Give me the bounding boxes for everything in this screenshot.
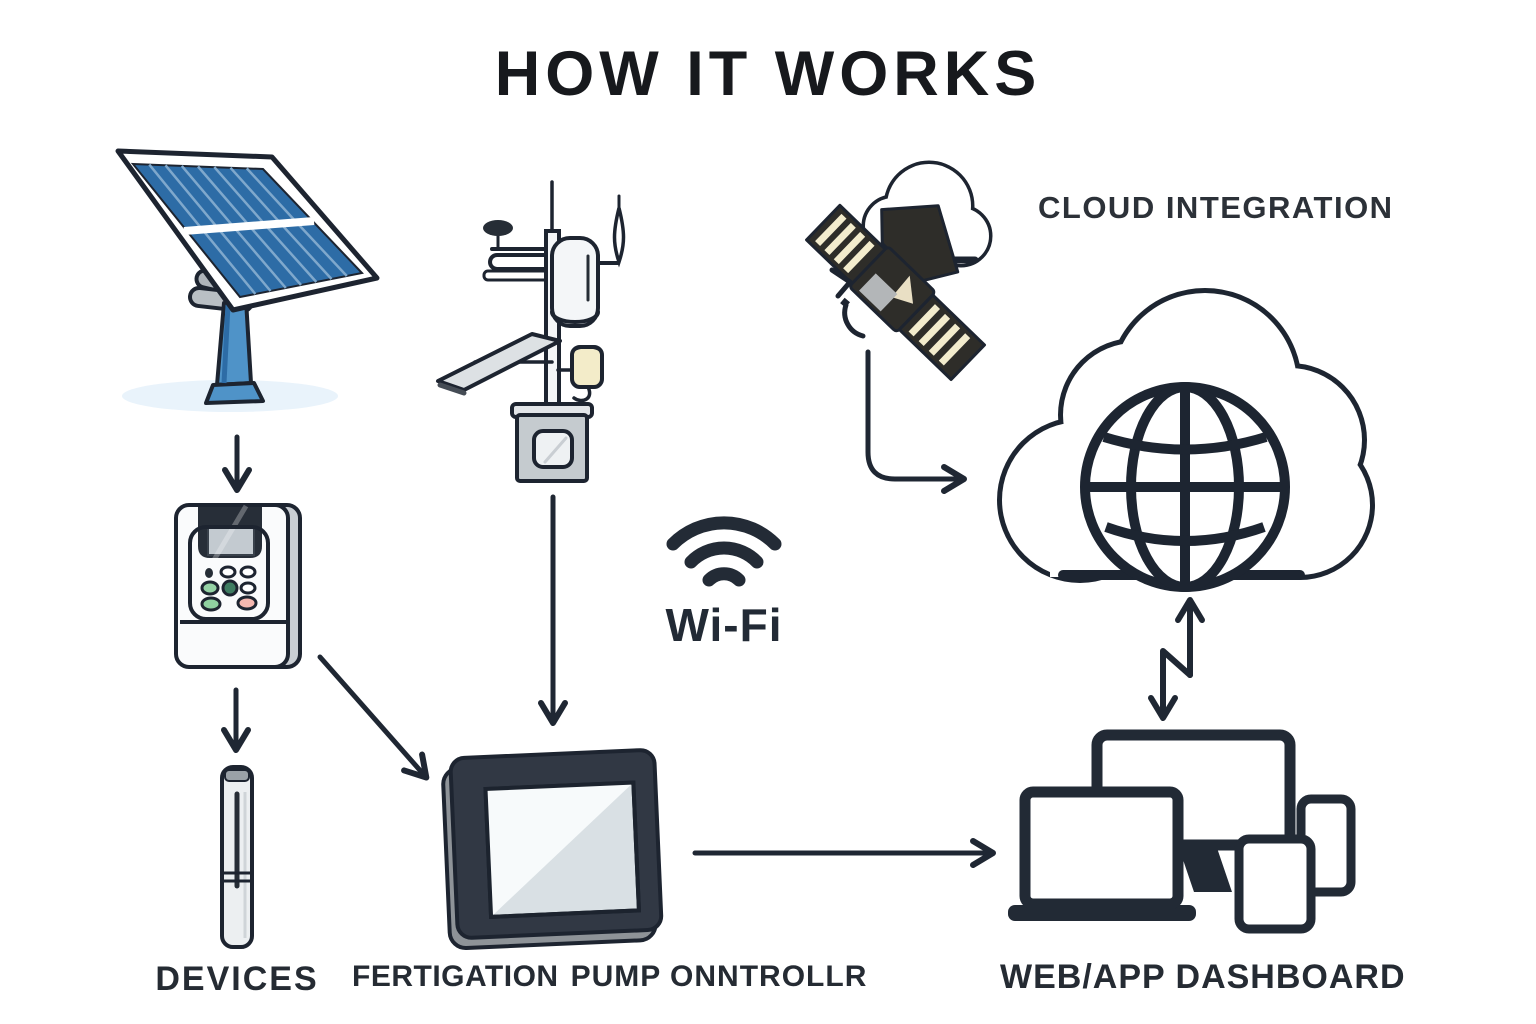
weather-station-icon xyxy=(436,180,626,483)
irrigation-controller-icon xyxy=(174,503,302,669)
dashboard-label: WEB/APP DASHBOARD xyxy=(1000,958,1406,996)
wifi-label: Wi-Fi xyxy=(665,599,783,651)
cloud-integration-label: CLOUD INTEGRATION xyxy=(1038,190,1394,225)
fertigation-label-rest: PUMP ONNTROLLR xyxy=(570,960,868,993)
arrow-controller-to-panel xyxy=(317,654,430,781)
page-title: HOW IT WORKS xyxy=(494,39,1042,109)
wifi-icon xyxy=(666,516,782,587)
cloud-globe-icon xyxy=(997,288,1375,592)
fertigation-label: FERTIGATION PUMP ONNTROLLR xyxy=(352,960,866,994)
solar-panel-icon xyxy=(115,148,380,412)
devices-label: DEVICES xyxy=(155,960,319,998)
arrow-satellite-to-cloud xyxy=(865,349,967,494)
fertigation-label-strong: FERTIGATION xyxy=(352,960,559,993)
soil-sensor-probe-icon xyxy=(220,765,254,949)
arrow-cloud-dashboard-down xyxy=(1148,648,1193,721)
satellite-icon xyxy=(805,203,986,382)
dashboard-devices-icon xyxy=(1008,729,1356,934)
fertigation-touch-panel-icon xyxy=(441,748,664,950)
